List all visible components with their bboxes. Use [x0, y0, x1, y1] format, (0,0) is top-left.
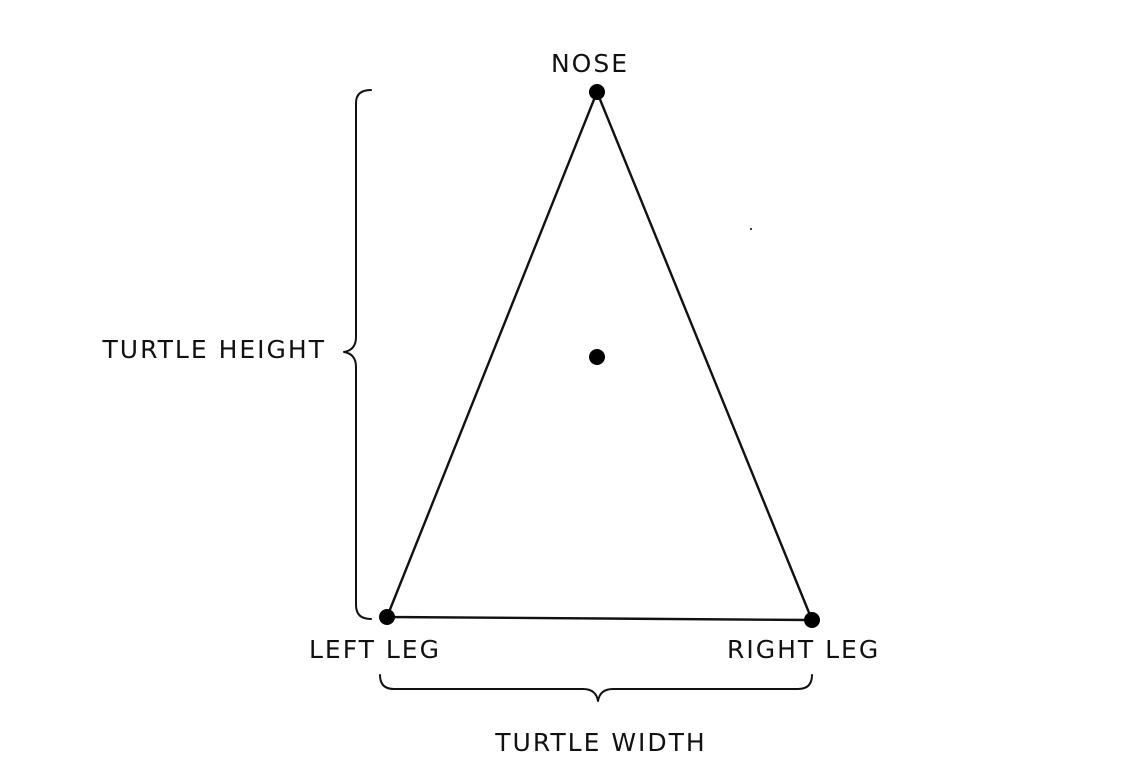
right-leg-dot: [804, 612, 820, 628]
height-brace: [343, 89, 372, 620]
center-dot: [589, 349, 605, 365]
width-brace: [379, 674, 813, 702]
turtle-triangle: [385, 90, 814, 622]
speck: [750, 228, 752, 230]
nose-label: NOSE: [551, 49, 629, 78]
left-leg-dot: [379, 609, 395, 625]
left-leg-label: LEFT LEG: [309, 635, 441, 664]
turtle-width-label: TURTLE WIDTH: [494, 728, 706, 757]
turtle-height-label: TURTLE HEIGHT: [102, 335, 326, 364]
right-leg-label: RIGHT LEG: [727, 635, 880, 664]
nose-dot: [589, 84, 605, 100]
